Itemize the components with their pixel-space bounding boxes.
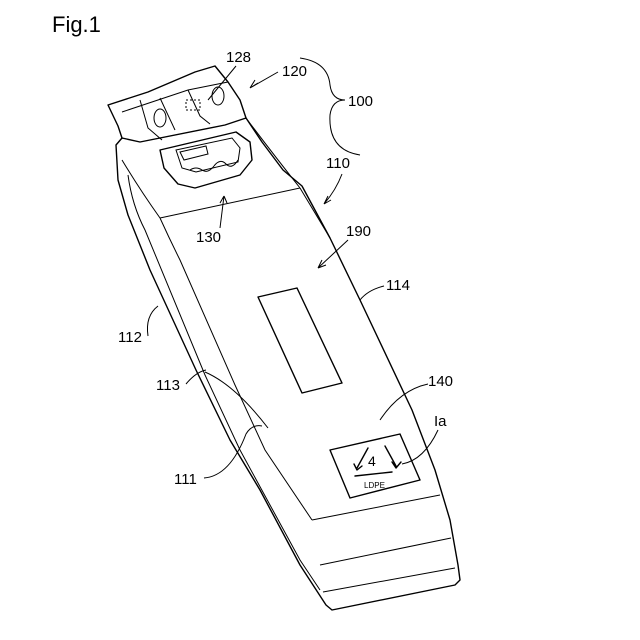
recycle-text: LDPE [364, 481, 385, 490]
label-110: 110 [326, 155, 350, 172]
label-130: 130 [196, 229, 221, 246]
label-Ia: Ia [434, 413, 447, 430]
leader-110 [324, 174, 342, 204]
label-128: 128 [226, 49, 251, 66]
recycle-number: 4 [368, 453, 376, 469]
figure-title: Fig.1 [52, 12, 101, 37]
label-120: 120 [282, 63, 307, 80]
container-body [116, 118, 460, 610]
label-114: 114 [386, 277, 410, 294]
label-190: 190 [346, 223, 371, 240]
leader-114 [360, 286, 384, 300]
label-112: 112 [118, 329, 142, 346]
label-100: 100 [348, 93, 373, 110]
label-111: 111 [174, 471, 197, 488]
leader-112 [147, 306, 158, 336]
label-113: 113 [156, 377, 180, 394]
label-140: 140 [428, 373, 453, 390]
leader-120 [250, 72, 278, 88]
